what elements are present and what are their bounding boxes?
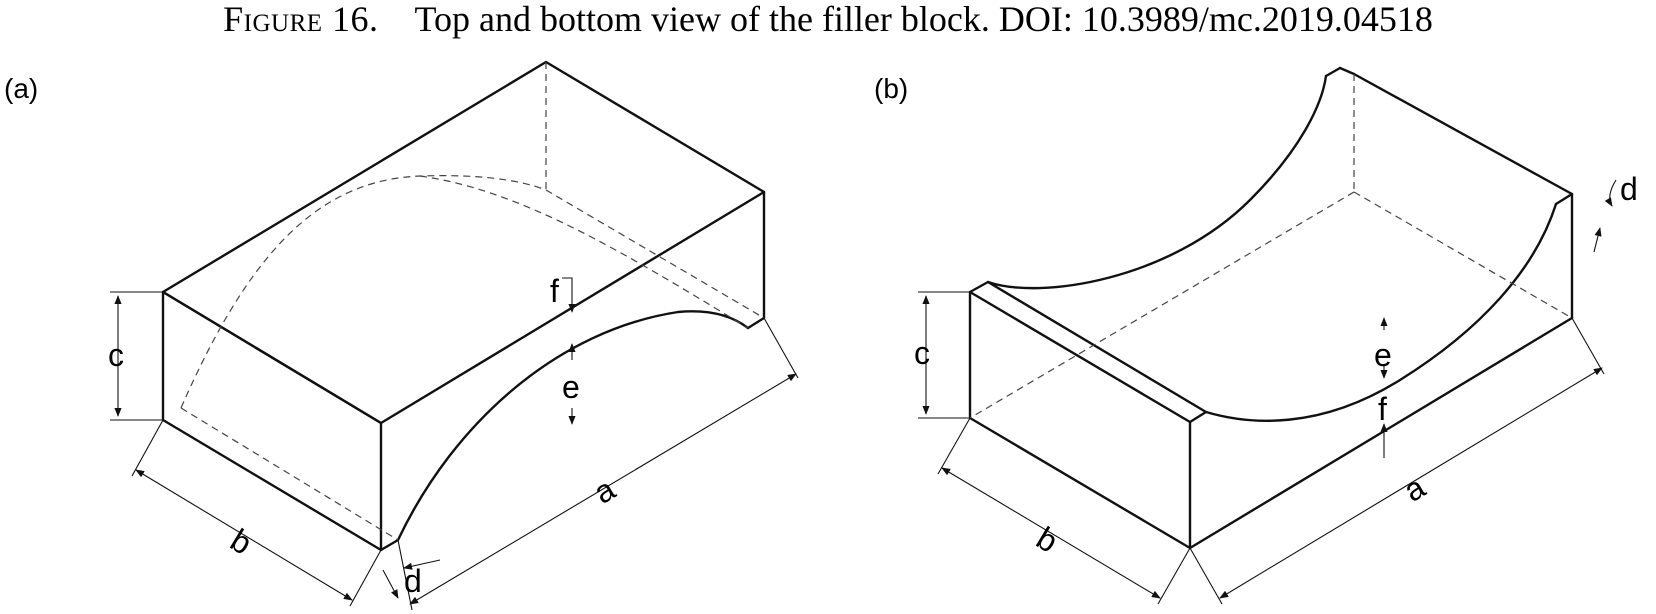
panel-a-dimension-ef: f e [550,273,580,425]
panel-a-dimension-d: d [382,559,441,599]
panel-a-right-edge [746,190,766,330]
panel-a-dimension-b: b [131,419,382,607]
panel-b-back-curve [986,74,1328,290]
panel-a-top-face [161,60,766,425]
panel-a-block-solid-edges [161,60,766,552]
panel-b: (b) c b [874,66,1638,605]
panel-a-dim-f: f [550,273,559,309]
panel-b-dim-d: d [1620,171,1638,207]
panel-a-arch-curve [379,310,750,552]
panel-b-dim-b: b [1030,520,1064,560]
panel-b-dim-e: e [1374,337,1392,373]
figure-number: Figure 16. [223,0,379,39]
panel-b-dim-c: c [914,335,930,371]
panel-a-dim-a: a [587,471,621,511]
panel-b-front-rim [968,280,1208,424]
panel-b-dim-f: f [1378,391,1387,427]
panel-a-dim-d: d [404,563,422,599]
panel-b-label: (b) [874,73,908,104]
panel-a-label: (a) [4,73,38,104]
panel-a-dim-b: b [224,522,258,562]
panel-a-dimension-a: a [397,317,799,611]
figure-caption: Figure 16. Top and bottom view of the fil… [0,0,1656,50]
panel-a-hidden-edges [180,62,765,541]
panel-b-back-rim [1338,66,1574,206]
panel-b-front-face [968,290,1192,550]
panel-a: (a) c b [4,60,799,611]
panel-a-dimension-c: c [108,291,163,421]
panel-a-front-face [161,290,383,552]
panel-b-hidden-edges [969,74,1573,419]
panel-b-dimension-ef: e f [1374,317,1392,458]
panel-a-dim-c: c [108,337,124,373]
panel-b-dimension-d: d [1593,171,1638,253]
panel-b-front-curve [1204,202,1558,422]
panel-b-dimension-b: b [937,417,1191,605]
panel-b-block-solid-edges [968,66,1574,550]
caption-text: Top and bottom view of the filler block.… [414,0,1433,39]
panel-a-dim-e: e [562,369,580,405]
panel-b-dimension-c: c [914,291,970,419]
panel-b-dimension-a: a [1189,317,1605,605]
